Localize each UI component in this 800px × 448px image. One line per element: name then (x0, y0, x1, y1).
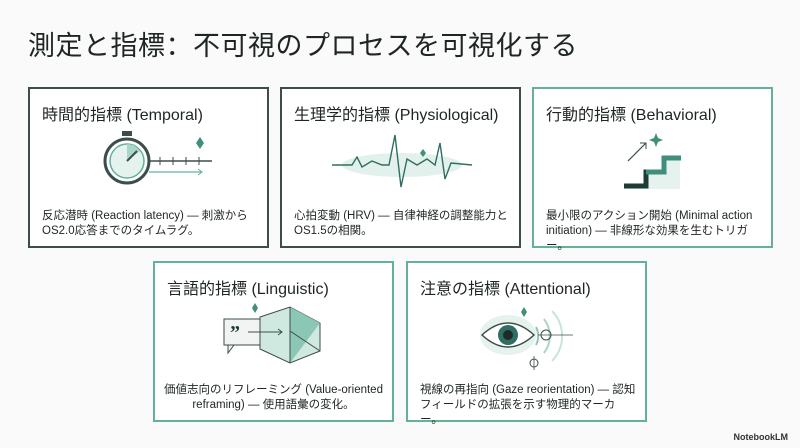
card-title: 生理学的指標 (Physiological) (294, 107, 499, 124)
card-linguistic: 言語的指標 (Linguistic) ” 価値志向のリフレーミング (Value… (153, 261, 394, 422)
svg-text:”: ” (230, 322, 240, 344)
eye-target-icon (480, 307, 573, 370)
card-description: 価値志向のリフレーミング (Value-oriented reframing) … (164, 384, 383, 411)
card-title: 時間的指標 (Temporal) (42, 107, 203, 124)
card-attentional: 注意の指標 (Attentional) 視線の再指向 (Gaze reorien… (406, 261, 647, 426)
heartbeat-icon (332, 134, 473, 188)
stopwatch-timeline-icon (103, 131, 212, 185)
card-behavioral: 行動的指標 (Behavioral) 最小限のアクション開始 (Minimal … (532, 87, 773, 252)
notebooklm-watermark: NotebookLM (733, 432, 789, 442)
card-description: 反応潜時 (Reaction latency) — 刺激から OS2.0応答まで… (42, 210, 248, 237)
quote-crystal-icon: ” (223, 303, 321, 364)
card-description: 心拍変動 (HRV) — 自律神経の調整能力と OS1.5の相関。 (294, 210, 508, 237)
card-title: 行動的指標 (Behavioral) (546, 107, 717, 124)
card-physiological: 生理学的指標 (Physiological) 心拍変動 (HRV) — 自律神経… (280, 87, 521, 248)
page-title: 測定と指標：不可視のプロセスを可視化する (28, 31, 578, 61)
card-description: 視線の再指向 (Gaze reorientation) — 認知フィールドの拡張… (420, 384, 636, 426)
card-temporal: 時間的指標 (Temporal) 反応潜時 (Reaction latency)… (28, 87, 269, 248)
card-title: 注意の指標 (Attentional) (420, 281, 591, 298)
card-description: 最小限のアクション開始 (Minimal action initiation) … (546, 210, 753, 252)
stairs-icon (624, 133, 681, 189)
card-title: 言語的指標 (Linguistic) (167, 281, 329, 298)
